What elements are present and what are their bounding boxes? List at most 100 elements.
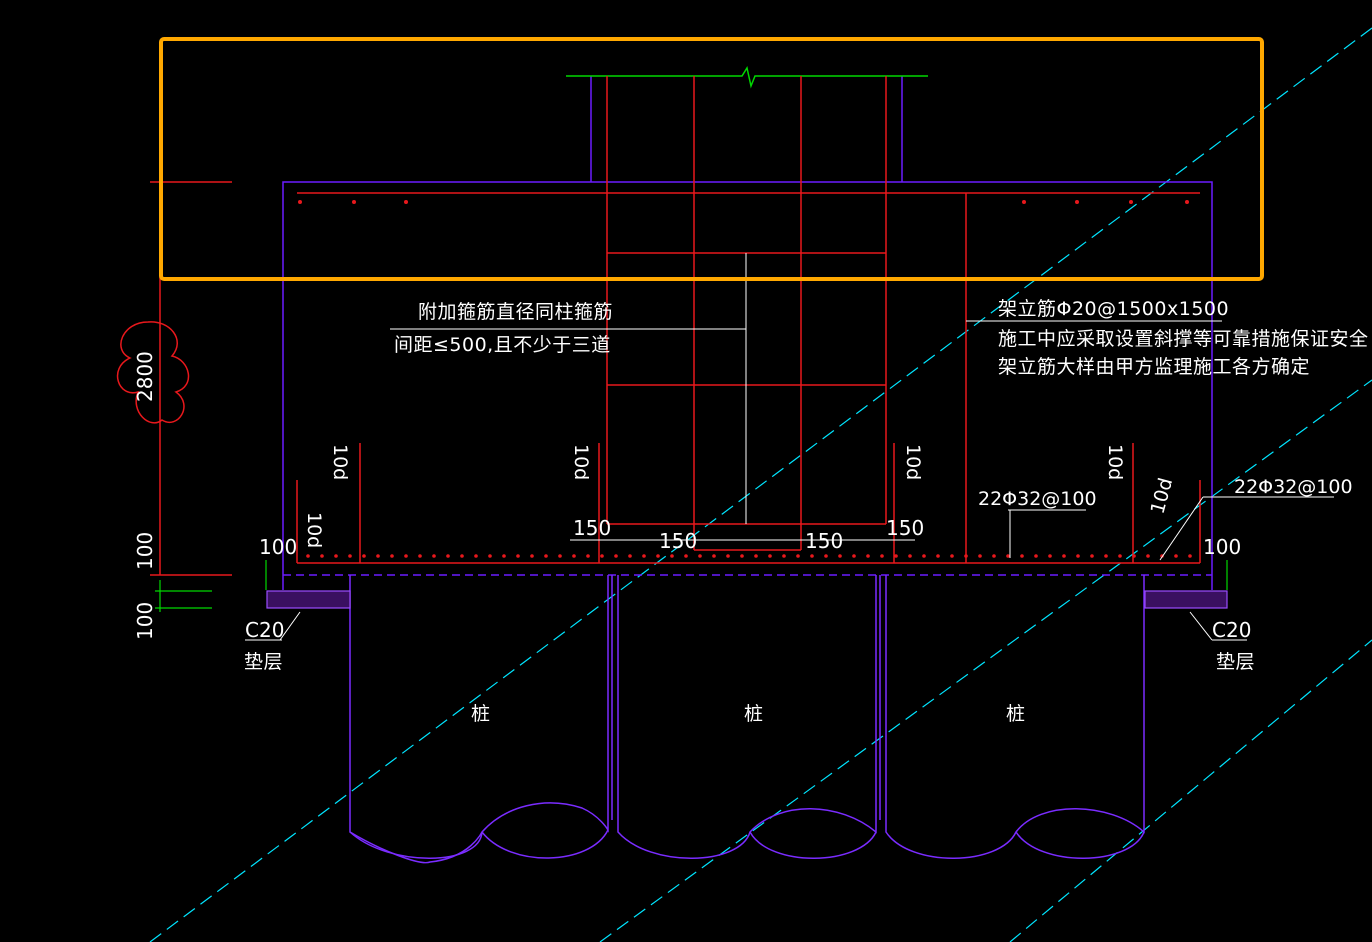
bottom-rebar-dot	[1104, 554, 1108, 558]
top-dot	[1022, 200, 1026, 204]
bottom-rebar-dot	[978, 554, 982, 558]
bottom-rebar-dot	[1146, 554, 1150, 558]
revision-cloud	[116, 321, 190, 424]
bottom-rebar-dot	[376, 554, 380, 558]
bottom-rebar-dot	[936, 554, 940, 558]
bottom-rebar-dot	[1048, 554, 1052, 558]
centerline-2	[599, 379, 1372, 942]
bottom-rebar-dot	[572, 554, 576, 558]
bottom-rebar-dot	[656, 554, 660, 558]
bottom-rebar-dot	[698, 554, 702, 558]
selection-highlight[interactable]	[159, 37, 1264, 281]
bottom-rebar-dot	[390, 554, 394, 558]
column-break-line	[566, 66, 928, 89]
bottom-rebar-dot	[558, 554, 562, 558]
support-note-line3: 架立筋大样由甲方监理施工各方确定	[998, 356, 1310, 378]
centerline-1	[149, 27, 1372, 942]
cap-outline	[282, 181, 1213, 590]
bottom-rebar-dot	[992, 554, 996, 558]
pile-label-right: 桩	[1006, 703, 1026, 725]
leader-lines	[245, 253, 1334, 641]
pile-label-left: 桩	[471, 703, 491, 725]
bottom-rebar-dot	[306, 554, 310, 558]
bottom-rebar-dot	[432, 554, 436, 558]
diagonal-centerlines	[149, 27, 1372, 942]
dim-height-cover: 100	[133, 532, 157, 570]
cushion-grade-right: C20	[1212, 618, 1251, 642]
rebar-leader-right-tail	[1159, 496, 1204, 561]
bottom-rebar-dot	[460, 554, 464, 558]
bottom-rebar-dot	[754, 554, 758, 558]
bottom-rebar-dot	[852, 554, 856, 558]
cushion-leader-right	[1189, 611, 1213, 641]
cushion-label-left: 垫层	[244, 651, 283, 673]
bottom-rebar-dot	[1076, 554, 1080, 558]
anchor-label: 10d	[1104, 444, 1126, 480]
bottom-rebar-dot	[824, 554, 828, 558]
dim-col-offset-4: 150	[886, 516, 924, 540]
bottom-rebar-dot	[880, 554, 884, 558]
bottom-rebar-dot	[810, 554, 814, 558]
dim-height-cushion: 100	[133, 602, 157, 640]
bottom-rebar-dot	[418, 554, 422, 558]
rebar-lines	[116, 76, 1201, 576]
bottom-rebar-dot	[348, 554, 352, 558]
bottom-rebar-dot	[502, 554, 506, 558]
cushion-blocks	[266, 590, 1228, 609]
anchor-label: 10d	[902, 444, 924, 480]
stirrup-note-line1: 附加箍筋直径同柱箍筋	[418, 301, 613, 323]
bottom-rebar-dot	[1034, 554, 1038, 558]
rebar-dots	[298, 200, 1189, 204]
bottom-rebar-dot	[726, 554, 730, 558]
bottom-rebar-dot	[740, 554, 744, 558]
green-dims	[155, 560, 1228, 612]
dim-height-total: 2800	[133, 351, 157, 402]
bottom-rebar-dot	[586, 554, 590, 558]
pile-label-middle: 桩	[744, 703, 764, 725]
bottom-rebar-dot	[544, 554, 548, 558]
dim-col-offset-2: 150	[659, 529, 697, 553]
break-line	[566, 66, 928, 89]
pile-right-base	[1015, 831, 1145, 859]
bottom-rebar-dot	[670, 554, 674, 558]
dim-col-offset-1: 150	[573, 516, 611, 540]
dim-col-offset-3: 150	[805, 529, 843, 553]
bottom-rebar-dot	[908, 554, 912, 558]
bottom-rebar-dot	[362, 554, 366, 558]
bottom-rebar-label-left: 22Φ32@100	[978, 488, 1097, 510]
bottom-rebar-dots	[306, 554, 1192, 558]
pile-left-base	[349, 829, 609, 859]
bottom-rebar-dot	[1006, 554, 1010, 558]
bottom-rebar-dot	[684, 554, 688, 558]
cushion-grade-left: C20	[245, 618, 284, 642]
dim-edge-right-label: 100	[1203, 535, 1241, 559]
cushion-label-right: 垫层	[1216, 651, 1255, 673]
anchor-label: 10d	[303, 512, 325, 548]
bottom-rebar-dot	[1132, 554, 1136, 558]
bottom-rebar-dot	[642, 554, 646, 558]
annotation-texts: 附加箍筋直径同柱箍筋 间距≤500,且不少于三道 架立筋Φ20@1500x150…	[133, 298, 1369, 725]
top-dot	[1185, 200, 1189, 204]
bottom-rebar-dot	[404, 554, 408, 558]
pile-middle-base	[749, 831, 877, 859]
support-note-line2: 施工中应采取设置斜撑等可靠措施保证安全	[998, 328, 1369, 350]
bottom-rebar-dot	[1020, 554, 1024, 558]
bottom-rebar-dot	[334, 554, 338, 558]
bottom-rebar-dot	[768, 554, 772, 558]
bottom-rebar-dot	[320, 554, 324, 558]
bottom-rebar-dot	[516, 554, 520, 558]
bottom-rebar-dot	[530, 554, 534, 558]
bottom-rebar-dot	[1090, 554, 1094, 558]
bottom-rebar-dot	[1174, 554, 1178, 558]
cushion-right	[1144, 590, 1228, 609]
cushion-left	[266, 590, 351, 609]
centerline-3	[1009, 639, 1372, 942]
bottom-rebar-dot	[628, 554, 632, 558]
top-dot	[298, 200, 302, 204]
bottom-rebar-dot	[866, 554, 870, 558]
top-dot	[404, 200, 408, 204]
bottom-rebar-dot	[782, 554, 786, 558]
bottom-rebar-dot	[922, 554, 926, 558]
bottom-rebar-dot	[600, 554, 604, 558]
bottom-rebar-dot	[712, 554, 716, 558]
